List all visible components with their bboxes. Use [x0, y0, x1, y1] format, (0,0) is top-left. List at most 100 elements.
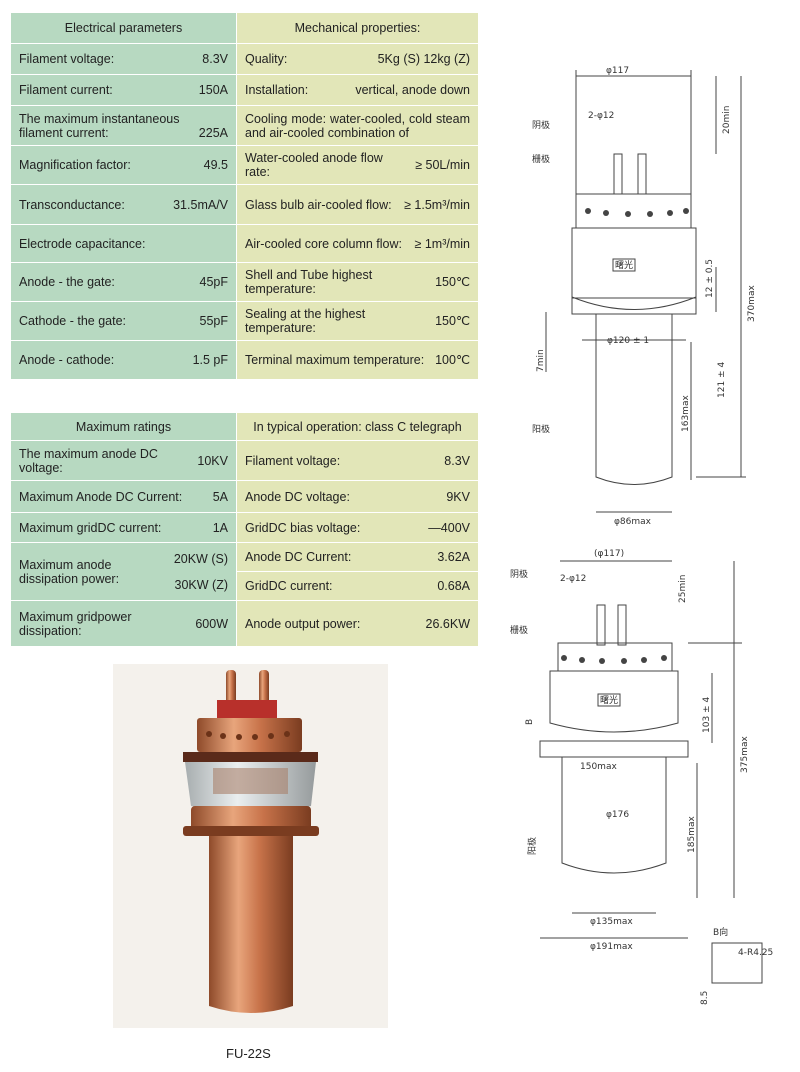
- dim-150: 150max: [580, 762, 617, 772]
- dim-top-width: (φ117): [594, 549, 624, 559]
- param-value: 150A: [198, 83, 228, 97]
- ratings-operation-table: Maximum ratings In typical operation: cl…: [10, 412, 479, 647]
- tube-photo: [113, 664, 388, 1028]
- param-label: Anode - the gate:: [19, 275, 115, 289]
- label-grid: 栅极: [510, 624, 528, 636]
- tube-outline-drawing: (φ117) 2-φ12 阴极 栅极 阳极 曙光 B 150max φ176 φ…: [510, 549, 773, 1005]
- param-value: 49.5: [203, 158, 228, 172]
- dim-375: 375max: [740, 736, 750, 773]
- property-value: vertical, anode down: [355, 83, 470, 97]
- property-value: ≥ 1m³/min: [414, 236, 470, 251]
- rating-label: Maximum gridDC current:: [19, 520, 162, 535]
- operation-value: 8.3V: [444, 453, 470, 468]
- dim-pin: 2-φ12: [560, 574, 586, 584]
- dim-103: 103 ± 4: [702, 697, 712, 733]
- label-anode: 阳极: [532, 423, 550, 435]
- rating-value: 5A: [212, 489, 228, 504]
- operation-label: Anode output power:: [245, 616, 361, 631]
- param-label: Electrode capacitance:: [19, 236, 146, 251]
- electrical-header: Electrical parameters: [10, 12, 237, 44]
- dim-20: 20min: [722, 106, 732, 134]
- rating-value: 20KW (S) 30KW (Z): [173, 551, 228, 592]
- detail-85: 8.5: [700, 991, 710, 1005]
- property-label: Shell and Tube highest temperature:: [245, 268, 373, 296]
- dim-86: φ86max: [614, 517, 652, 527]
- property-value: 5Kg (S) 12kg (Z): [377, 52, 470, 66]
- detail-r: 4-R4.25: [738, 948, 773, 958]
- property-label: Water-cooled anode flow rate:: [245, 151, 383, 179]
- param-value: 225A: [198, 125, 228, 140]
- rating-value: 600W: [195, 616, 228, 631]
- dimension-drawing-water-cooled: φ117 2-φ12 阴极 栅极 阳极 曙光 φ120 ± 1 φ86max 2…: [516, 62, 768, 534]
- param-value: 31.5mA/V: [173, 197, 228, 212]
- param-value: 1.5 pF: [192, 353, 228, 367]
- param-value: 8.3V: [202, 52, 228, 66]
- label-maker: 曙光: [615, 259, 633, 271]
- dim-135: φ135max: [590, 917, 633, 927]
- dim-176: φ176: [606, 810, 629, 820]
- label-anode: 阳极: [526, 837, 538, 855]
- vacuum-tube-image: [183, 670, 319, 1013]
- operation-label: Anode DC voltage:: [245, 489, 350, 504]
- property-label: Glass bulb air-cooled flow:: [245, 197, 392, 212]
- dim-7: 7min: [536, 349, 546, 372]
- label-grid: 栅极: [532, 153, 550, 165]
- param-label: Filament voltage:: [19, 52, 115, 66]
- param-label: Magnification factor:: [19, 158, 131, 172]
- param-label: Filament current:: [19, 83, 113, 97]
- operation-value: 26.6KW: [425, 616, 470, 631]
- param-label: Transconductance:: [19, 197, 125, 212]
- param-value: 55pF: [199, 314, 229, 328]
- operation-value: —400V: [428, 520, 470, 535]
- dim-top-width: φ117: [606, 66, 629, 76]
- dim-370: 370max: [747, 285, 757, 322]
- param-label: The maximum instantaneous filament curre…: [19, 111, 180, 140]
- label-cathode: 阴极: [532, 119, 550, 131]
- photo-caption: FU-22S: [226, 1046, 271, 1061]
- tube-outline-drawing: φ117 2-φ12 阴极 栅极 阳极 曙光 φ120 ± 1 φ86max 2…: [532, 66, 757, 527]
- dim-pin: 2-φ12: [588, 111, 614, 121]
- property-label: Installation:: [245, 83, 309, 97]
- rating-label: Maximum anode dissipation power:: [19, 557, 120, 586]
- detail-label: B向: [713, 926, 728, 938]
- param-value: 45pF: [199, 275, 229, 289]
- ratings-header: Maximum ratings: [10, 412, 237, 441]
- operation-label: GridDC bias voltage:: [245, 520, 361, 535]
- property-label: Sealing at the highest temperature:: [245, 307, 366, 335]
- rating-label: Maximum gridpower dissipation:: [19, 609, 132, 638]
- dim-121: 121 ± 4: [717, 362, 727, 398]
- operation-value: 0.68A: [437, 579, 470, 593]
- property-value: 100℃: [435, 353, 470, 367]
- property-label: Air-cooled core column flow:: [245, 236, 403, 251]
- rating-value: 10KV: [197, 453, 228, 468]
- dim-120: φ120 ± 1: [607, 336, 649, 346]
- dim-b: B: [525, 719, 535, 725]
- rating-label: The maximum anode DC voltage:: [19, 446, 158, 475]
- property-value: ≥ 1.5m³/min: [404, 197, 470, 212]
- property-label: Terminal maximum temperature:: [245, 353, 425, 367]
- label-cathode: 阴极: [510, 568, 528, 580]
- dim-12: 12 ± 0.5: [705, 259, 715, 298]
- property-label: Cooling mode: water-cooled, cold steam a…: [245, 111, 470, 140]
- operation-value: 9KV: [446, 489, 470, 504]
- rating-label: Maximum Anode DC Current:: [19, 489, 183, 504]
- property-value: ≥ 50L/min: [415, 158, 470, 172]
- property-value: 150℃: [435, 314, 470, 328]
- electrical-mechanical-table: Electrical parameters Mechanical propert…: [10, 12, 479, 380]
- property-label: Quality:: [245, 52, 288, 66]
- dim-191: φ191max: [590, 942, 633, 952]
- operation-header: In typical operation: class C telegraph: [236, 412, 479, 441]
- dim-25: 25min: [678, 575, 688, 603]
- operation-label: GridDC current:: [245, 579, 333, 593]
- dim-163: 163max: [681, 395, 691, 432]
- mechanical-header: Mechanical properties:: [236, 12, 479, 44]
- operation-value: 3.62A: [437, 550, 470, 564]
- operation-label: Anode DC Current:: [245, 550, 352, 564]
- dim-185: 185max: [687, 816, 697, 853]
- param-label: Cathode - the gate:: [19, 314, 127, 328]
- label-maker: 曙光: [600, 694, 618, 706]
- operation-label: Filament voltage:: [245, 453, 341, 468]
- property-value: 150℃: [435, 275, 470, 289]
- param-label: Anode - cathode:: [19, 353, 115, 367]
- dimension-drawing-air-cooled: (φ117) 2-φ12 阴极 栅极 阳极 曙光 B 150max φ176 φ…: [502, 543, 782, 1013]
